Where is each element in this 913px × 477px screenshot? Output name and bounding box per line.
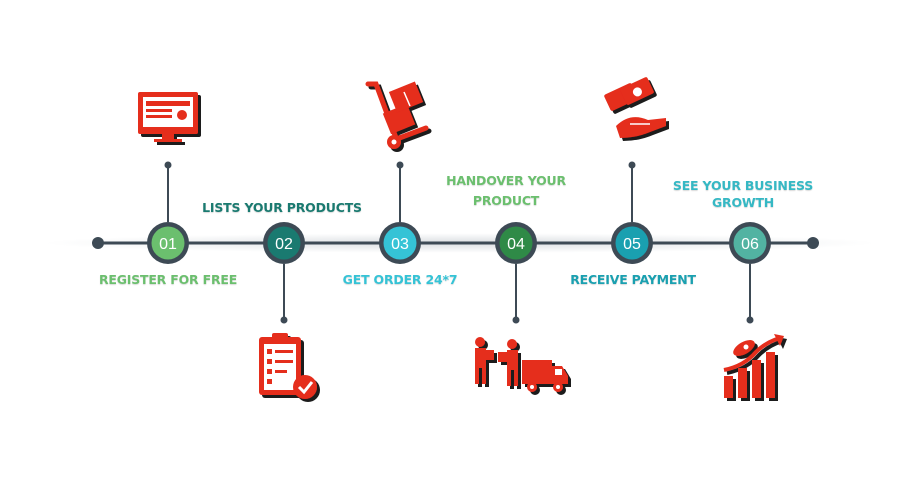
connector-step-05 [628, 161, 636, 222]
step-node-04: 04 [495, 222, 537, 264]
step-node-01: 01 [147, 222, 189, 264]
step-label-02-line-1: LISTS YOUR PRODUCTS [202, 200, 362, 215]
step-label-06-line-2: GROWTH [711, 195, 775, 210]
step-label-03: GET ORDER 24*7 [334, 271, 466, 288]
timeline-end-dot [807, 237, 819, 249]
step-label-06: SEE YOUR BUSINESS GROWTH [668, 177, 818, 211]
step-number-02: 02 [275, 236, 293, 253]
connector-step-01 [164, 161, 172, 222]
hand-truck-boxes-icon [365, 81, 429, 149]
connector-step-06 [746, 264, 754, 324]
clipboard-checklist-icon [259, 333, 317, 399]
step-label-04-line-1: HANDOVER YOUR [446, 173, 566, 188]
timeline-start-dot [92, 237, 104, 249]
connector-step-04 [512, 264, 520, 324]
step-number-03: 03 [391, 236, 409, 253]
growth-chart-icon [723, 334, 784, 398]
step-label-03-line-1: GET ORDER 24*7 [342, 272, 458, 287]
step-label-05-line-1: RECEIVE PAYMENT [570, 272, 696, 287]
step-number-05: 05 [623, 236, 641, 253]
computer-monitor-icon [138, 92, 198, 142]
step-label-04: HANDOVER YOUR PRODUCT [436, 172, 576, 209]
step-label-05: RECEIVE PAYMENT [560, 271, 706, 288]
step-label-01: REGISTER FOR FREE [98, 271, 238, 288]
step-node-02: 02 [263, 222, 305, 264]
connector-step-03 [396, 161, 404, 222]
step-number-04: 04 [507, 236, 525, 253]
step-number-01: 01 [159, 236, 177, 253]
step-node-05: 05 [611, 222, 653, 264]
step-label-06-line-1: SEE YOUR BUSINESS [672, 178, 814, 193]
step-label-01-line-1: REGISTER FOR FREE [98, 272, 238, 287]
step-number-06: 06 [741, 236, 759, 253]
delivery-van-icon [475, 337, 568, 392]
step-node-03: 03 [379, 222, 421, 264]
step-label-02: LISTS YOUR PRODUCTS [200, 199, 364, 216]
connector-step-02 [280, 264, 288, 324]
step-node-06: 06 [729, 222, 771, 264]
step-label-04-line-2: PRODUCT [472, 193, 540, 208]
hand-money-icon [604, 77, 666, 138]
